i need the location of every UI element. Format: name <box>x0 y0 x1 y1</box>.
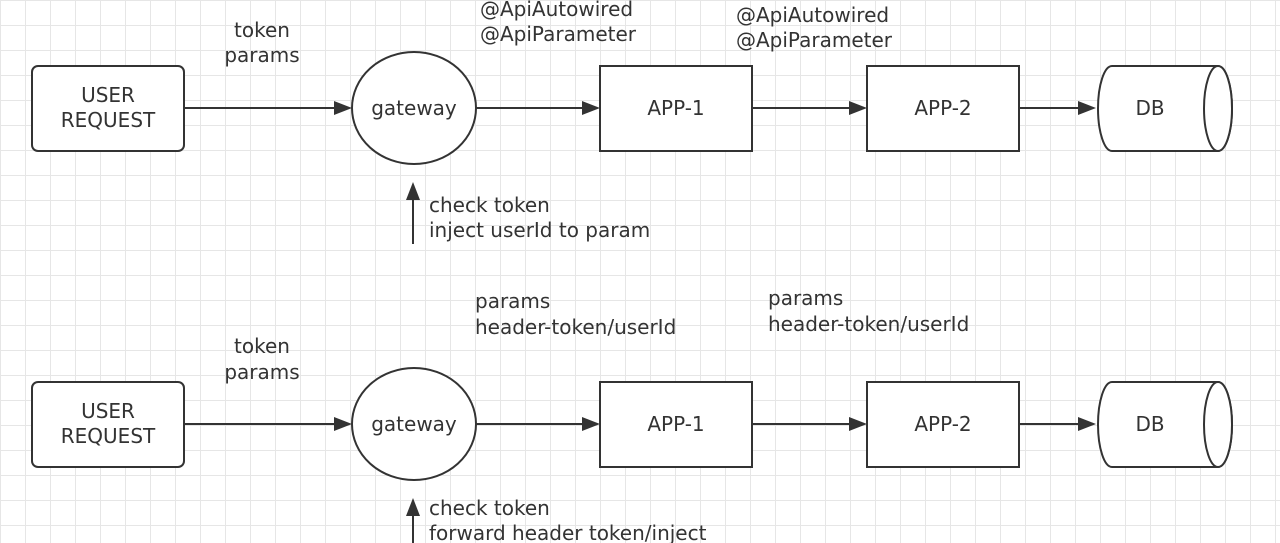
row-2-annotations: token params params header-token/userId … <box>224 286 969 543</box>
db-cylinder-end <box>1203 381 1233 468</box>
db-label: DB <box>1135 96 1164 120</box>
user-request-label-line-1: USER <box>81 83 135 107</box>
note-forward-header-token: forward header token/inject <box>429 521 707 543</box>
row-1-annotations: token params @ApiAutowired @ApiParameter… <box>224 0 892 242</box>
arrowhead-user-to-gateway <box>334 101 352 115</box>
app-1-node: APP-1 <box>599 65 753 152</box>
user-request-node: USER REQUEST <box>31 381 185 468</box>
app-1-label: APP-1 <box>647 96 704 120</box>
user-request-label-line-2: REQUEST <box>61 424 156 448</box>
label-token: token <box>234 18 290 42</box>
note-check-token: check token <box>429 496 550 520</box>
app-1-node: APP-1 <box>599 381 753 468</box>
note-check-token: check token <box>429 193 550 217</box>
app-2-node: APP-2 <box>866 381 1020 468</box>
arrowhead-user-to-gateway <box>334 417 352 431</box>
row-2-edges <box>184 417 1096 543</box>
arrowhead-gateway-to-app-1 <box>582 417 600 431</box>
gateway-node: gateway <box>351 51 477 165</box>
label-params-1: params <box>475 289 550 313</box>
row-1: USER REQUEST gateway APP-1 APP-2 DB <box>31 0 1233 244</box>
db-cylinder-end <box>1203 65 1233 152</box>
note-inject-userid: inject userId to param <box>429 218 650 242</box>
db-node: DB <box>1097 381 1233 468</box>
gateway-node: gateway <box>351 367 477 481</box>
label-header-token-userid-1: header-token/userId <box>475 315 676 339</box>
arrowhead-gateway-note <box>406 182 420 200</box>
arrowhead-gateway-to-app-1 <box>582 101 600 115</box>
label-api-parameter-2: @ApiParameter <box>736 28 893 52</box>
arrowhead-app-2-to-db <box>1078 417 1096 431</box>
db-node: DB <box>1097 65 1233 152</box>
db-label: DB <box>1135 412 1164 436</box>
label-api-parameter-1: @ApiParameter <box>480 22 637 46</box>
app-2-node: APP-2 <box>866 65 1020 152</box>
arrowhead-app-1-to-app-2 <box>849 101 867 115</box>
label-params-2: params <box>768 286 843 310</box>
label-api-autowired-1: @ApiAutowired <box>480 0 633 21</box>
row-2: USER REQUEST gateway APP-1 APP-2 DB <box>31 286 1233 543</box>
user-request-label-line-2: REQUEST <box>61 108 156 132</box>
app-1-box <box>599 381 753 468</box>
arrowhead-gateway-note <box>406 498 420 516</box>
app-2-label: APP-2 <box>914 412 971 436</box>
app-2-label: APP-2 <box>914 96 971 120</box>
label-params: params <box>224 360 299 384</box>
app-2-box <box>866 381 1020 468</box>
arrowhead-app-2-to-db <box>1078 101 1096 115</box>
label-api-autowired-2: @ApiAutowired <box>736 3 889 27</box>
app-1-label: APP-1 <box>647 412 704 436</box>
user-request-node: USER REQUEST <box>31 65 185 152</box>
gateway-label: gateway <box>371 412 457 436</box>
gateway-label: gateway <box>371 96 457 120</box>
app-1-box <box>599 65 753 152</box>
label-params: params <box>224 43 299 67</box>
row-1-edges <box>184 101 1096 244</box>
label-header-token-userid-2: header-token/userId <box>768 312 969 336</box>
user-request-label-line-1: USER <box>81 399 135 423</box>
label-token: token <box>234 334 290 358</box>
arrowhead-app-1-to-app-2 <box>849 417 867 431</box>
